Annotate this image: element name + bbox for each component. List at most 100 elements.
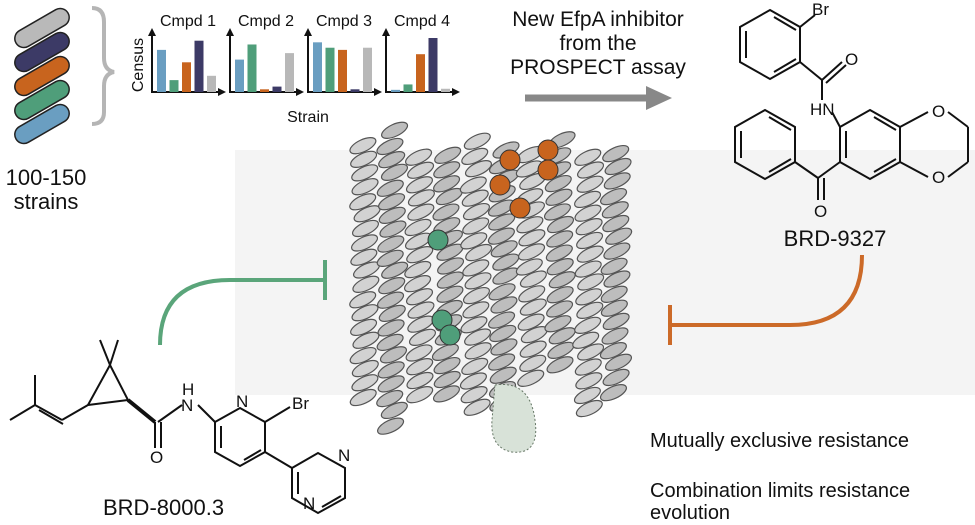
residue-sphere xyxy=(439,324,461,346)
y-axis-arrow-icon xyxy=(382,28,390,36)
residue-sphere xyxy=(489,174,511,196)
arrow-caption-line-1: New EfpA inhibitor xyxy=(512,8,684,31)
helix-turn xyxy=(406,358,434,376)
bar-4-5 xyxy=(441,88,450,92)
atom-o-ketone: O xyxy=(814,202,828,221)
helix-turn xyxy=(436,285,464,303)
y-axis-arrow-icon xyxy=(304,28,312,36)
helix-turn xyxy=(433,356,461,375)
atom-n-pyridine: N xyxy=(236,392,249,411)
x-axis-arrow-icon xyxy=(452,88,460,96)
helix-turn xyxy=(462,217,490,235)
atom-hn-top: HN xyxy=(810,100,835,119)
helix-turn xyxy=(603,172,631,190)
helix-turn xyxy=(544,174,572,193)
helix-turn xyxy=(465,243,493,262)
helix-turn xyxy=(547,215,575,234)
compound-name-brd-8000-3: BRD-8000.3 xyxy=(103,495,225,520)
atom-h-amide: H xyxy=(182,380,195,399)
helix-turn xyxy=(519,340,547,358)
helix-turn xyxy=(378,206,406,225)
helix-turn xyxy=(602,144,630,163)
bar-1-3 xyxy=(182,62,191,92)
helix-turn xyxy=(545,244,573,262)
helix-turn xyxy=(600,187,628,206)
panel-title-4: Cmpd 4 xyxy=(394,13,450,30)
helix-turn xyxy=(544,315,572,333)
binding-pocket-mesh xyxy=(491,383,537,453)
helix-turn xyxy=(459,176,487,194)
helix-turn xyxy=(575,288,603,306)
note-combination-line-1: Combination limits resistance xyxy=(650,480,911,502)
helix-turn xyxy=(380,401,408,420)
helix-turn xyxy=(408,328,437,347)
helix-turn xyxy=(575,399,603,418)
residue-sphere xyxy=(427,229,449,251)
x-axis-arrow-icon xyxy=(374,88,382,96)
helix-turn xyxy=(406,386,434,404)
helix-turn xyxy=(602,214,630,233)
helix-turn xyxy=(599,384,628,402)
helix-turn xyxy=(433,175,461,193)
helix-turn xyxy=(407,189,435,207)
helix-turn xyxy=(605,227,633,245)
helix-turn xyxy=(545,188,573,206)
helix-turn xyxy=(464,342,492,360)
y-axis-arrow-icon xyxy=(148,28,156,36)
compound-name-brd-9327: BRD-9327 xyxy=(783,226,887,251)
strain-capsules xyxy=(14,7,70,145)
helix-turn xyxy=(376,389,404,408)
helix-turn xyxy=(381,261,409,279)
atom-o-dioxane-2: O xyxy=(932,168,946,187)
helix-turn xyxy=(574,358,602,376)
bar-1-5 xyxy=(207,75,216,92)
helix-turn xyxy=(573,386,601,405)
x-axis-arrow-icon xyxy=(296,88,304,96)
helix-turn xyxy=(574,204,602,222)
bar-4-4 xyxy=(428,38,438,92)
helix-turn xyxy=(404,275,432,293)
helix-turn xyxy=(405,344,433,362)
bar-1-1 xyxy=(157,49,166,92)
helix-turn xyxy=(351,374,379,392)
bar-2-2 xyxy=(247,44,257,92)
helix-turn xyxy=(576,301,604,319)
ring-pyridine xyxy=(214,406,266,468)
helix-turn xyxy=(381,121,409,139)
helix-turn xyxy=(434,146,462,164)
residue-sphere xyxy=(509,197,531,219)
helix-turn xyxy=(376,137,404,156)
helix-turn xyxy=(517,243,546,261)
y-axis-label: Census xyxy=(130,38,147,92)
helix-turn xyxy=(464,160,493,178)
helix-turn xyxy=(376,179,404,197)
bar-4-2 xyxy=(403,84,413,92)
ring-phenyl xyxy=(734,108,796,181)
panel-title-2: Cmpd 2 xyxy=(238,13,294,30)
helix-turn xyxy=(604,157,632,176)
bar-1-4 xyxy=(194,40,204,92)
atom-o-carbonyl-top: O xyxy=(845,50,859,69)
helix-turn xyxy=(464,328,492,346)
helix-turn xyxy=(463,398,491,416)
bar-2-4 xyxy=(272,86,282,92)
helix-turn xyxy=(464,272,492,290)
helix-turn xyxy=(601,327,629,345)
helix-turn xyxy=(404,260,432,279)
helix-turn xyxy=(377,319,405,337)
helix-turn xyxy=(543,203,571,221)
helix-turn xyxy=(577,161,605,179)
helix-turn xyxy=(489,366,517,384)
helix-turn xyxy=(603,242,631,260)
bar-2-3 xyxy=(260,89,269,92)
helix-turn xyxy=(518,229,546,247)
helix-turn xyxy=(349,193,377,211)
bar-2-1 xyxy=(235,59,244,92)
helix-turn xyxy=(600,299,628,317)
note-mutually-exclusive: Mutually exclusive resistance xyxy=(650,430,909,452)
helix-turn xyxy=(604,353,633,371)
helix-turn xyxy=(379,346,408,364)
ring-pyrimidine xyxy=(291,451,346,515)
orange-inhibition-line xyxy=(670,254,864,327)
efpa-protein-structure xyxy=(349,121,633,453)
